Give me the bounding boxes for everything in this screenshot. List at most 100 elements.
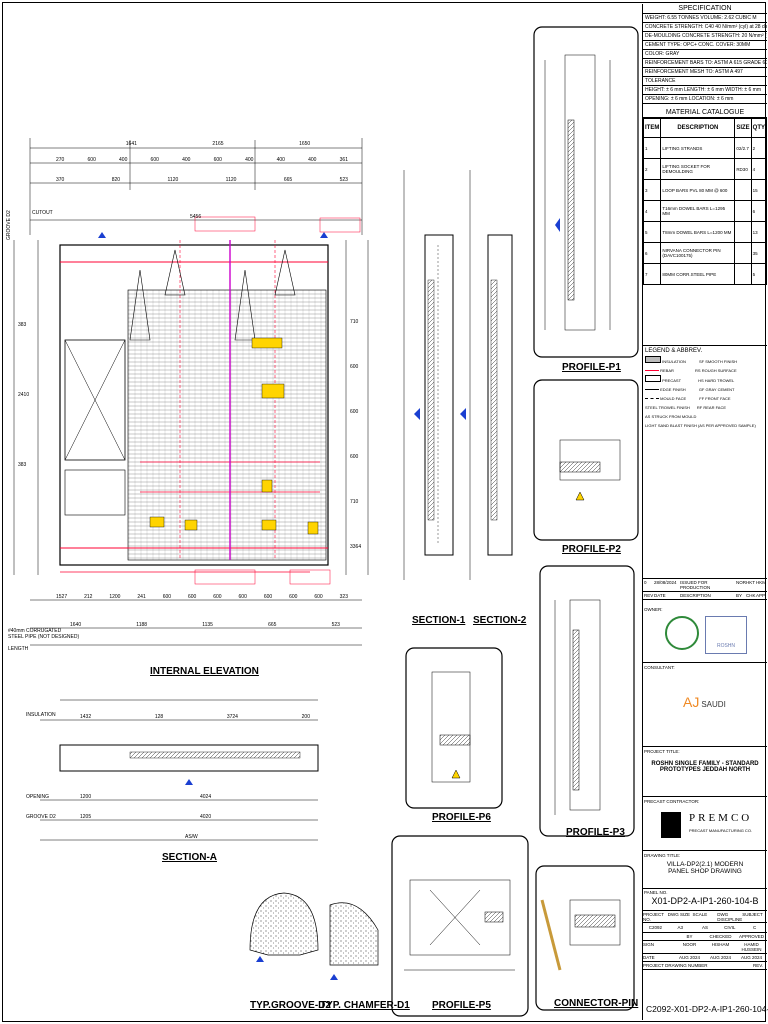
rev-header: DESCRIPTION	[680, 593, 711, 598]
rev-cell: NOR	[736, 580, 746, 585]
legend-text: EDGE FINISH	[660, 387, 686, 392]
cell: 15	[750, 179, 768, 201]
dim-text: 1641	[125, 141, 137, 147]
elevation-right-dims: 710 600 600 600 710 3364	[350, 300, 361, 570]
meta-header-row: PROJECT NO. DWG SIZE SCALE DWG DISCIPLIN…	[643, 912, 767, 923]
dim-text: 1432	[80, 714, 92, 720]
dim-text: 4020	[200, 814, 212, 820]
drawing-number-label: PROJECT DRAWING NUMBER	[643, 963, 708, 968]
profile-p3-frame	[539, 565, 635, 837]
legend-item: EDGE FINISH GF GRAY CEMENT	[645, 385, 765, 394]
legend-title: LEGEND & ABBREV.	[645, 348, 703, 354]
dim-text: 4024	[200, 794, 212, 800]
section-a-dims: 1432 128 3724 200	[80, 714, 310, 720]
profile-p1-drawing	[544, 54, 611, 331]
dim-text: 400	[119, 157, 128, 163]
dim-text: 400	[308, 157, 317, 163]
cell: 5	[750, 263, 768, 285]
cell: RD30	[734, 158, 752, 180]
revision-row: 0 28/08/2024 ISSUED FOR PRODUCTION NOR H…	[643, 579, 767, 592]
cell	[734, 242, 752, 264]
drawing-meta: PROJECT NO. DWG SIZE SCALE DWG DISCIPLIN…	[643, 912, 767, 970]
legend-item: MOULD FACE FF FRONT FACE	[645, 394, 765, 403]
dim-text: 600	[314, 594, 323, 600]
dim-text: 665	[283, 177, 293, 183]
legend-abbr: FF	[699, 396, 705, 401]
dim-text: 600	[213, 157, 222, 163]
consultant-label: CONSULTANT:	[644, 665, 675, 670]
legend-abbr: GF	[698, 387, 705, 392]
meta-value: C	[752, 925, 757, 930]
premco-tagline: PRECAST MANUFACTURING CO.	[689, 828, 753, 833]
dim-text: 1527	[56, 594, 68, 600]
cell: 4	[750, 158, 768, 180]
legend-desc: HARD TROWEL	[704, 378, 735, 383]
dim-text: 1120	[167, 177, 179, 183]
profile-p1-label: PROFILE-P1	[562, 362, 621, 373]
materials-header-row: ITEM DESCRIPTION SIZE QTY	[642, 118, 768, 138]
dim-text: 1650	[299, 141, 311, 147]
cell: LIFTING SOCKET FOR DEMOULDING	[660, 158, 736, 180]
elevation-dims-top: 1641 2165 1650	[88, 141, 348, 147]
dim-text: 523	[339, 177, 348, 183]
premco-logo-mark	[661, 812, 681, 838]
legend-abbr: RS	[695, 368, 701, 373]
connector-pin-label: CONNECTOR-PIN	[554, 998, 639, 1009]
col-header: SIZE	[734, 118, 752, 138]
dim-text: 212	[84, 594, 93, 600]
dim-text: 1200	[80, 794, 92, 800]
sign-cell: NOOR	[682, 942, 697, 947]
cell: T16mm DOWEL BARS L=1295 MM	[660, 200, 736, 222]
dim-text: 665	[268, 622, 277, 628]
meta-value: C2092	[648, 925, 663, 930]
dim-text: 600	[162, 594, 172, 600]
legend-text: STEEL TROWEL FINISH	[645, 405, 690, 410]
typ-groove-label: TYP.GROOVE-D2	[250, 1000, 331, 1011]
spec-row: HEIGHT: ± 6 mm LENGTH: ± 6 mm WIDTH: ± 6…	[643, 86, 767, 95]
sign-spacer	[643, 934, 674, 939]
cell: 80MM CORR.STEEL PIPE	[660, 263, 736, 285]
cell: 6	[750, 200, 768, 222]
legend-swatch	[645, 397, 659, 400]
profile-p2-label: PROFILE-P2	[562, 544, 621, 555]
legend-swatch	[645, 389, 659, 391]
dim-text: 383	[18, 462, 27, 468]
dim-text: 600	[238, 594, 247, 600]
panel-no-block: PANEL NO. X01-DP2-A-IP1-260-104-B	[643, 890, 767, 911]
legend-swatch	[645, 356, 661, 363]
section-a-groove: GROOVE D2	[26, 814, 56, 820]
dim-text: 523	[331, 622, 340, 628]
consultant-logo-saudi: SAUDI	[701, 700, 726, 709]
cell	[734, 179, 752, 201]
owner-block: OWNER: ROSHN	[643, 606, 767, 663]
rev-header: APP	[756, 593, 766, 598]
sign-cell: AUG 2024	[678, 955, 700, 960]
sign-cell: AUG 2024	[740, 955, 762, 960]
rev-cell: 0	[644, 580, 647, 585]
profile-p5-drawing	[404, 879, 515, 971]
profile-p1-frame	[533, 26, 639, 358]
cell: NIRVANA CONNECTOR PIN (DAVC100175)	[660, 242, 736, 264]
sections-1-2	[403, 170, 513, 580]
spec-row: OPENING: ± 6 mm LOCATION: ± 6 mm	[643, 95, 767, 104]
note-text: STEEL PIPE (NOT DESIGNED)	[8, 634, 80, 640]
sign-header: APPROVED	[738, 934, 764, 939]
profile-p5-label: PROFILE-P5	[432, 1000, 491, 1011]
legend-desc: REAR FACE	[703, 405, 727, 410]
legend-item: STEEL TROWEL FINISH RF REAR FACE	[645, 403, 765, 412]
dim-text: 600	[350, 454, 359, 460]
sign-row: SIGN NOOR HISHAM HAMID HUSSEIN	[643, 941, 767, 954]
typ-chamfer-drawing	[329, 902, 379, 980]
sign-row: DATE AUG 2024 AUG 2024 AUG 2024	[643, 954, 767, 962]
legend-swatch	[645, 370, 659, 372]
materials-title: MATERIAL CATALOGUE	[643, 108, 767, 118]
contractor-label: PRECAST CONTRACTOR:	[644, 799, 700, 804]
dim-text: 128	[154, 714, 164, 720]
sign-cell: DATE	[643, 955, 655, 960]
dim-text: 2410	[18, 392, 30, 398]
